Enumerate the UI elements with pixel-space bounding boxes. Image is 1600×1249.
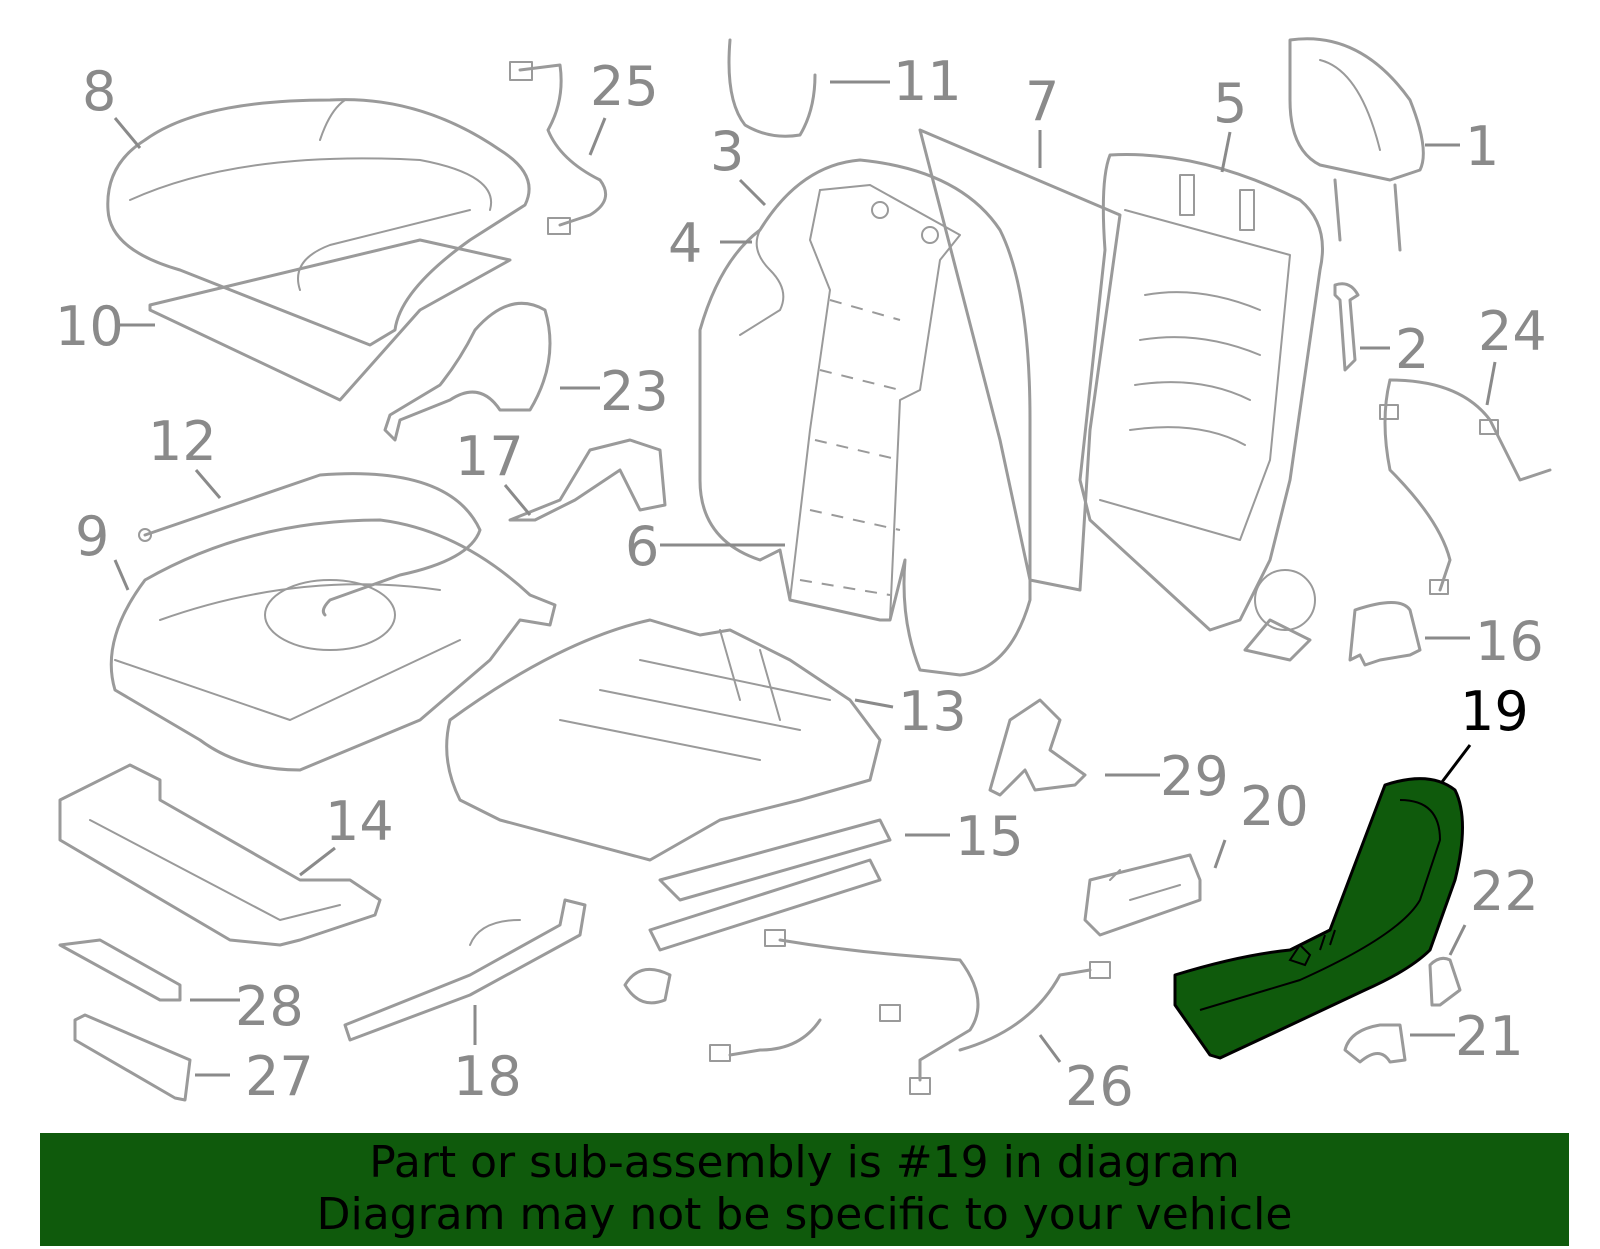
part-27-trim <box>73 1013 192 1102</box>
callout-4: 4 <box>668 212 702 275</box>
banner-line-2: Diagram may not be specific to your vehi… <box>316 1189 1293 1240</box>
part-17-bracket <box>508 438 667 522</box>
part-22-knob <box>1428 956 1462 1007</box>
part-20-switch <box>1083 853 1202 937</box>
callout-14: 14 <box>325 790 394 853</box>
callout-9: 9 <box>75 505 109 568</box>
part-26-harness <box>709 929 1111 1095</box>
callout-23: 23 <box>600 360 669 423</box>
banner-line-1: Part or sub-assembly is #19 in diagram <box>369 1137 1240 1188</box>
part-9-cushion-cover <box>109 518 557 772</box>
callout-21: 21 <box>1455 1005 1524 1068</box>
part-23-cover <box>383 301 552 442</box>
callout-28: 28 <box>235 975 304 1038</box>
callout-16: 16 <box>1475 610 1544 673</box>
callout-7: 7 <box>1025 70 1059 133</box>
part-18-lever <box>343 898 587 1042</box>
callout-6: 6 <box>625 515 659 578</box>
part-29-cover <box>988 698 1087 797</box>
part-24-harness <box>1379 378 1552 595</box>
callout-1: 1 <box>1465 115 1499 178</box>
callout-8: 8 <box>82 60 116 123</box>
part-12-wire <box>138 472 482 617</box>
part-2-guide <box>1333 282 1360 372</box>
part-3-seatback-pad <box>698 158 1032 677</box>
callout-29: 29 <box>1160 745 1229 808</box>
callout-27: 27 <box>245 1045 314 1108</box>
part-28-trim <box>58 938 182 1002</box>
callout-11: 11 <box>893 50 962 113</box>
callout-25: 25 <box>590 55 659 118</box>
part-19-side-shield <box>1173 777 1464 1060</box>
part-14-pan <box>58 763 382 947</box>
part-25-harness <box>509 61 608 235</box>
part-info-banner: Part or sub-assembly is #19 in diagram D… <box>40 1133 1569 1246</box>
part-1-headrest <box>1288 37 1425 252</box>
callout-3: 3 <box>710 120 744 183</box>
part-13-frame <box>445 618 882 862</box>
callout-18: 18 <box>453 1045 522 1108</box>
callout-13: 13 <box>898 680 967 743</box>
part-8-cushion-pad <box>106 98 531 347</box>
callout-2: 2 <box>1395 318 1429 381</box>
part-16-cover <box>1348 601 1422 667</box>
callout-5: 5 <box>1213 72 1247 135</box>
part-10-cushion-mat <box>148 238 512 402</box>
callout-22: 22 <box>1470 860 1539 923</box>
callout-10: 10 <box>55 295 124 358</box>
part-15-rail <box>623 818 892 1005</box>
part-7-board <box>918 128 1122 592</box>
callout-20: 20 <box>1240 775 1309 838</box>
part-11-wire <box>727 38 817 138</box>
callout-15: 15 <box>955 805 1024 868</box>
callout-19: 19 <box>1460 680 1529 743</box>
callout-labels: 1 2 3 4 5 6 7 8 9 10 11 12 13 14 15 16 1… <box>55 50 1547 1118</box>
part-21-knob <box>1343 1023 1407 1064</box>
callout-12: 12 <box>148 410 217 473</box>
callout-24: 24 <box>1478 300 1547 363</box>
callout-26: 26 <box>1065 1055 1134 1118</box>
callout-17: 17 <box>455 425 524 488</box>
part-5-seatback-frame <box>1078 153 1324 662</box>
leader-lines <box>113 80 1497 1077</box>
